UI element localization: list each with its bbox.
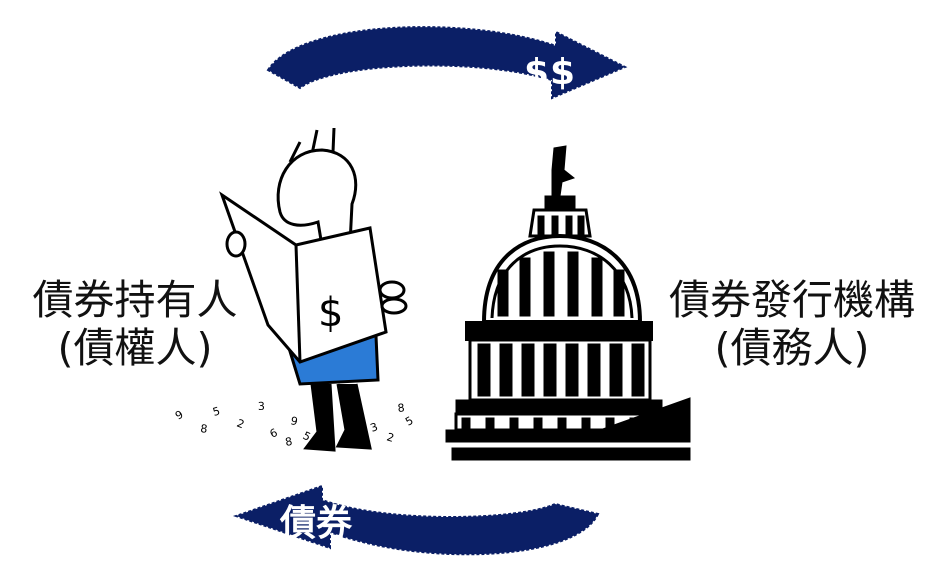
scattered-number: 9 <box>173 408 186 423</box>
bondholder-label: 債券持有人 (債權人) <box>4 276 266 373</box>
scattered-number: 8 <box>397 401 405 415</box>
scattered-number: 8 <box>284 435 293 449</box>
scattered-number: 5 <box>403 414 415 429</box>
arrow-label-money: $$ <box>524 52 577 93</box>
scattered-number: 5 <box>211 404 221 418</box>
scattered-number: 3 <box>258 400 265 413</box>
capitol-building-icon <box>445 145 691 461</box>
issuer-role: (債務人) <box>714 324 870 373</box>
scattered-number: 9 <box>289 414 299 428</box>
bondholder-role: (債權人) <box>57 324 213 373</box>
top-curved-arrow <box>266 26 628 100</box>
arrow-label-bond: 債券 <box>280 503 353 544</box>
scattered-number: 2 <box>385 430 395 444</box>
issuer-label: 債券發行機構 (債務人) <box>646 276 938 373</box>
scattered-number: 3 <box>369 420 380 435</box>
newspaper-dollar-sign: $ <box>318 290 343 336</box>
scattered-number: 5 <box>301 429 313 444</box>
bondholder-figure: $ <box>219 127 408 452</box>
scattered-number: 6 <box>268 426 280 441</box>
issuer-title: 債券發行機構 <box>669 276 915 324</box>
scattered-number: 2 <box>235 417 246 432</box>
bottom-curved-arrow <box>232 484 600 556</box>
scattered-number: 9 <box>350 408 358 421</box>
bondholder-title: 債券持有人 <box>32 276 238 324</box>
scattered-number: 8 <box>200 422 209 436</box>
